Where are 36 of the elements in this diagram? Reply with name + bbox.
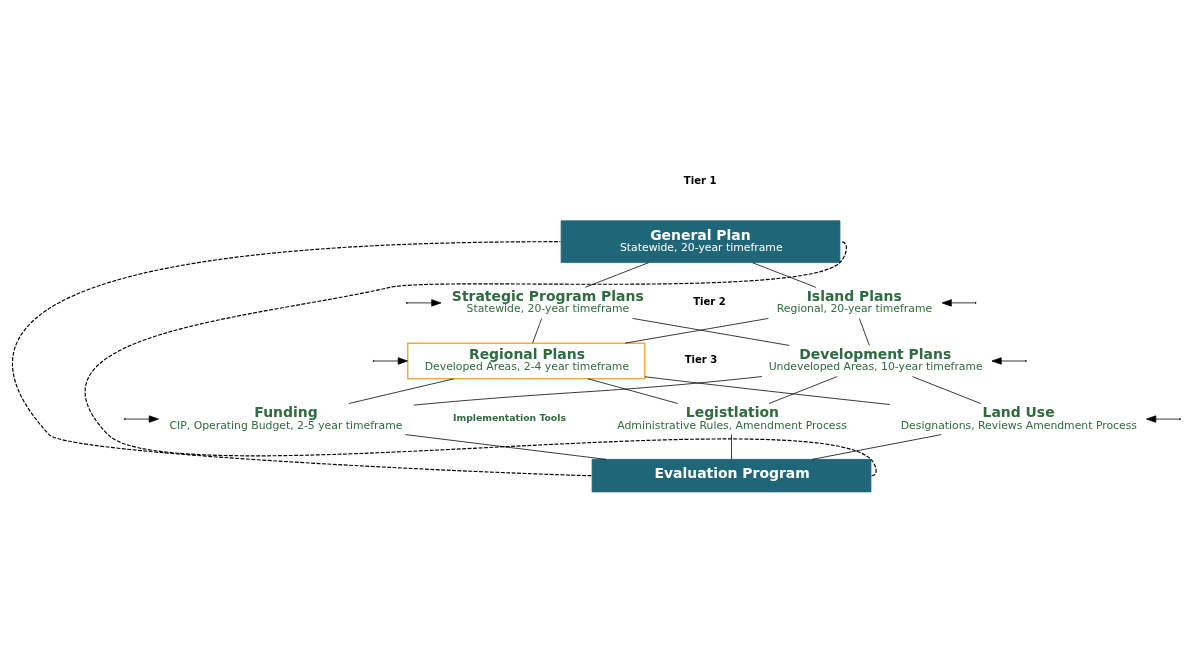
arrow [125,415,159,423]
node-text: Legistlation Administrative Rules, Amendment Process [617,404,847,432]
node-text: Strategic Program Plans Statewide, 20-year timeframe [451,287,644,316]
arrow [1146,415,1180,423]
node-text: Development Plans Undeveloped Areas, 10-year timeframe [768,345,983,374]
node-box: General Plan Statewide, 20-year timeframe [560,220,841,263]
connector [859,318,870,346]
connector [84,241,877,477]
arrow [941,299,976,307]
connector [644,376,891,405]
node-box: Evaluation Program [591,459,872,493]
label: Tier 3 [684,353,718,365]
connector [587,378,679,404]
node-box: Regional Plans Developed Areas, 2-4 year timeframe [406,342,646,380]
arrow [991,357,1026,365]
label: Tier 2 [693,295,726,307]
label: Tier 1 [683,174,717,186]
connector [768,376,838,404]
node-text: Island Plans Regional, 20-year timeframe [776,287,933,316]
arrow [407,299,442,307]
connector [413,376,763,406]
connector [624,318,769,344]
connector [584,262,649,288]
connector [752,262,817,288]
arrow [373,357,408,365]
label: Implementation Tools [453,411,566,423]
connector [532,318,543,344]
connector [348,378,455,404]
connector [912,376,982,404]
connector [731,434,732,460]
connector [405,434,607,460]
node-text: Funding CIP, Operating Budget, 2-5 year timeframe [169,404,403,432]
connector [811,434,942,460]
node-text: Land Use Designations, Reviews Amendment Process [900,404,1137,432]
connector [632,318,790,346]
connector [12,241,592,477]
